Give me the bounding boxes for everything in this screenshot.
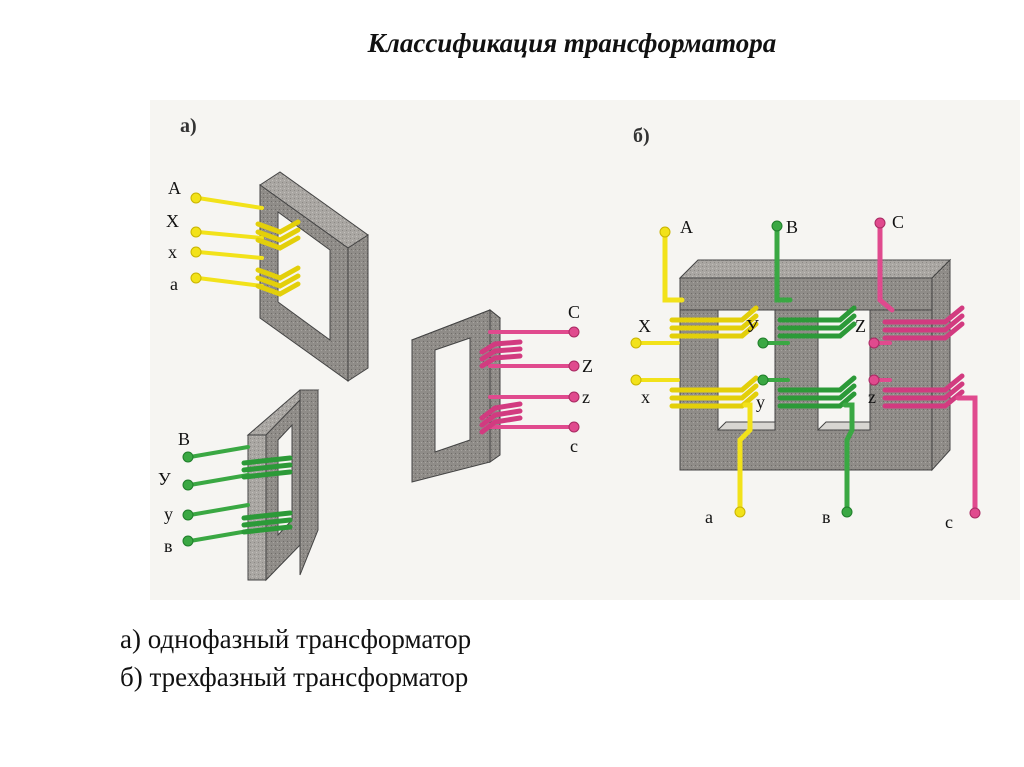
single-phase-winding-b <box>182 445 293 547</box>
three-phase-winding-a <box>630 226 759 518</box>
label-C-single: C <box>568 302 580 322</box>
label-U-single: У <box>158 469 171 489</box>
label-x-three: x <box>641 387 650 407</box>
label-z-three: z <box>868 387 876 407</box>
caption-line-three-phase: б) трехфазный трансформатор <box>120 662 469 692</box>
label-Z-single: Z <box>582 356 593 376</box>
label-c-three: c <box>945 512 953 532</box>
transformer-diagram: а) б) A X x a <box>150 100 1020 600</box>
label-A-three: A <box>680 217 693 237</box>
caption: а) однофазный трансформатор б) трехфазны… <box>120 620 471 696</box>
label-z-single: z <box>582 387 590 407</box>
label-X-single: X <box>166 211 179 231</box>
slide-title: Классификация трансформатора <box>367 28 777 58</box>
panel-b-label: б) <box>633 125 650 147</box>
label-a-single: a <box>170 274 178 294</box>
single-phase-core-b <box>246 389 320 582</box>
three-phase-winding-b <box>757 220 857 518</box>
label-B-three: B <box>786 217 798 237</box>
label-U-three: У <box>746 316 759 336</box>
single-phase-winding-c <box>479 326 580 435</box>
label-x-single: x <box>168 242 177 262</box>
diagram-svg: а) б) A X x a <box>158 115 981 582</box>
label-y-three: y <box>756 392 765 412</box>
label-X-three: X <box>638 316 651 336</box>
three-phase-core <box>678 258 952 472</box>
caption-line-single-phase: а) однофазный трансформатор <box>120 624 472 654</box>
single-phase-core-c <box>411 308 501 483</box>
label-A-single: A <box>168 178 181 198</box>
single-phase-core-a <box>259 171 369 382</box>
label-Z-three: Z <box>855 316 866 336</box>
label-v-single: в <box>164 536 173 556</box>
single-phase-winding-a <box>190 192 301 297</box>
label-B-single: B <box>178 429 190 449</box>
label-C-three: C <box>892 212 904 232</box>
label-a-three: a <box>705 507 713 527</box>
label-y-single: y <box>164 504 173 524</box>
panel-a-label: а) <box>180 115 197 137</box>
three-phase-winding-c <box>868 217 981 519</box>
label-c-single: c <box>570 436 578 456</box>
label-v-three: в <box>822 507 831 527</box>
